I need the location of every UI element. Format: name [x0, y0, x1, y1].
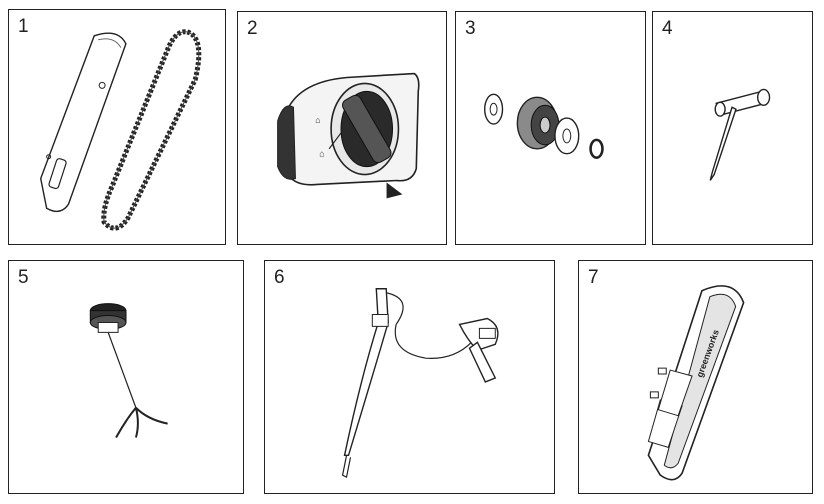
svg-text:⌂: ⌂	[315, 115, 320, 125]
panel-number: 3	[465, 18, 476, 39]
panel-4: 4	[652, 11, 813, 245]
panel-3: 3	[455, 11, 646, 245]
shoulder-strap-icon	[265, 261, 554, 493]
oil-cap-with-filter-icon	[9, 261, 243, 493]
panel-number: 2	[247, 18, 258, 39]
bar-wrench-icon	[653, 12, 812, 244]
panel-number: 7	[588, 267, 599, 288]
bar-scabbard-icon: greenworks	[579, 261, 812, 493]
panel-number: 4	[662, 18, 673, 39]
panel-number: 1	[18, 16, 29, 37]
panel-5: 5	[8, 260, 244, 494]
panel-1: 1	[8, 9, 226, 245]
panel-number: 5	[18, 267, 29, 288]
chain-cover-icon: ⌂ ⌂	[238, 12, 446, 199]
panel-number: 6	[274, 267, 285, 288]
panel-7: 7 greenworks	[578, 260, 813, 494]
panel-6: 6	[264, 260, 555, 494]
guide-bar-and-chain-icon	[9, 10, 225, 244]
svg-text:⌂: ⌂	[319, 149, 324, 159]
panel-2: 2 ⌂ ⌂	[237, 11, 447, 245]
sprocket-and-washers-icon	[456, 12, 645, 244]
